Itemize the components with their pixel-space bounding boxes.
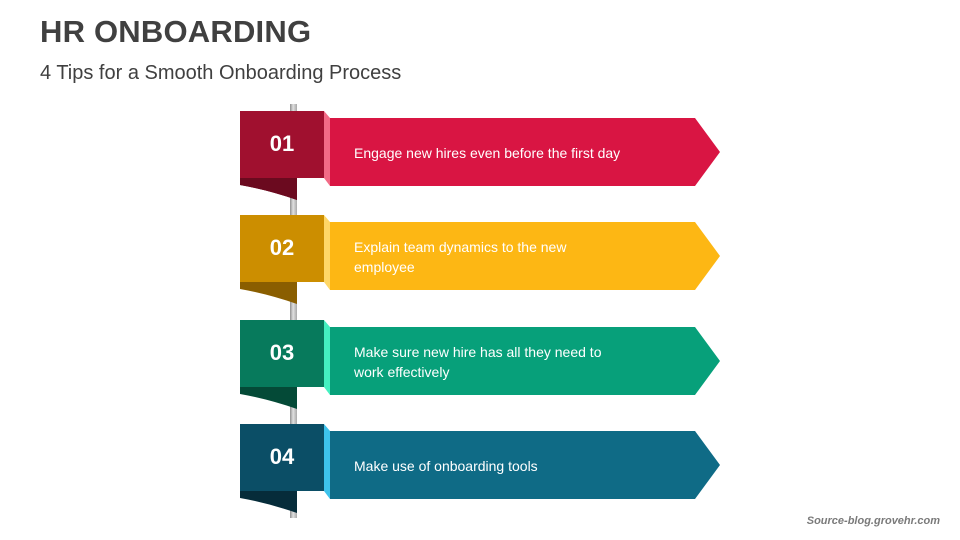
step-1-shape bbox=[240, 111, 720, 200]
step-4-shape bbox=[240, 424, 720, 513]
page-subtitle: 4 Tips for a Smooth Onboarding Process bbox=[40, 62, 402, 84]
step-2-number: 02 bbox=[269, 235, 295, 260]
step-2-shape bbox=[240, 215, 720, 304]
step-3-number: 03 bbox=[269, 340, 295, 365]
vertical-pole bbox=[290, 104, 297, 518]
page-title: HR ONBOARDING bbox=[40, 14, 312, 49]
step-3-text: Make sure new hire has all they need to … bbox=[354, 344, 602, 380]
step-1-text: Engage new hires even before the first d… bbox=[354, 145, 621, 161]
step-1-number: 01 bbox=[269, 131, 295, 156]
step-2-text: Explain team dynamics to the new employe… bbox=[354, 239, 567, 275]
source-credit: Source-blog.grovehr.com bbox=[806, 515, 940, 527]
step-4-number: 04 bbox=[269, 444, 295, 469]
step-3-shape bbox=[240, 320, 720, 409]
step-4-text: Make use of onboarding tools bbox=[354, 458, 538, 474]
